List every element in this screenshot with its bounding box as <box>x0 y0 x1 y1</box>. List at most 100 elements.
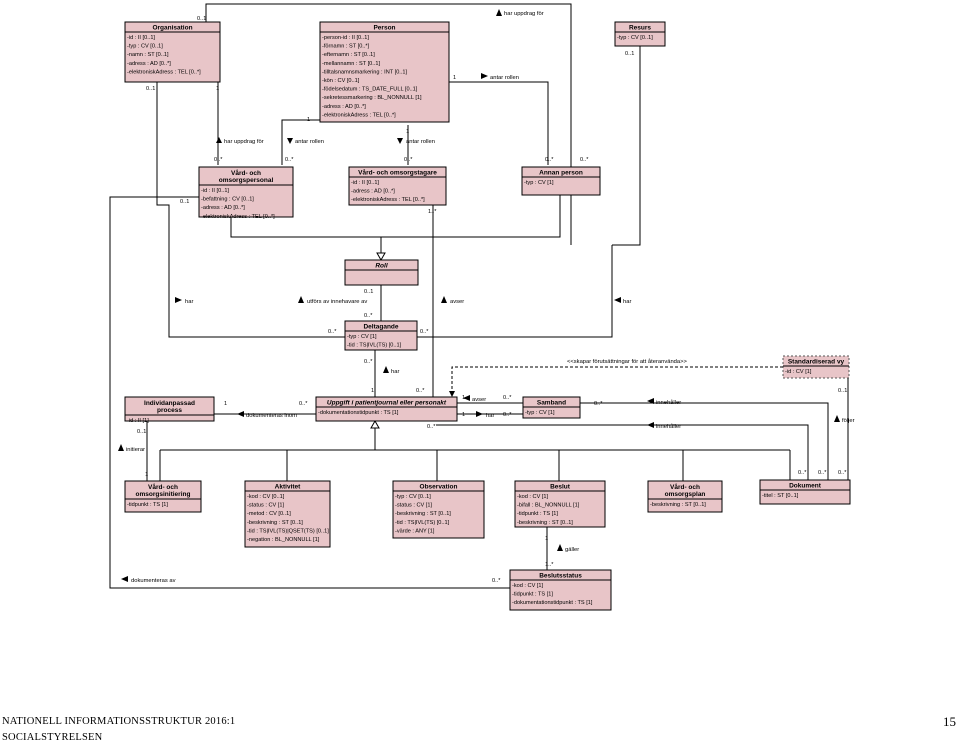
class-attribute: -elektroniskAdress : TEL [0..*] <box>127 69 201 75</box>
mult-label: 1 <box>145 472 148 478</box>
arrow-left-icon <box>463 395 470 401</box>
direction-markers <box>118 9 840 582</box>
mult-label: 0..1 <box>137 429 146 435</box>
mult-label: 0..1 <box>146 86 155 92</box>
footer-series: NATIONELL INFORMATIONSSTRUKTUR 2016:1 <box>2 716 236 727</box>
class-attribute: -beskrivning : ST [0..1] <box>517 520 573 526</box>
arrow-up-icon <box>118 444 124 451</box>
class-aktivitet: Aktivitet-kod : CV [0..1]-status : CV [1… <box>244 480 331 548</box>
class-attribute: -person-id : II [0..1] <box>322 35 369 41</box>
arrow-up-icon <box>557 544 563 551</box>
class-attribute: -kön : CV [0..1] <box>322 78 360 84</box>
gen-arrow-uppgift <box>370 419 380 429</box>
mult-label: 0..1 <box>838 388 847 394</box>
class-attribute: -status : CV [1] <box>395 503 432 509</box>
label-har: har <box>623 299 631 305</box>
class-attribute: -efternamn : ST [0..1] <box>322 52 375 58</box>
class-attribute: -elektroniskAdress : TEL [0..*] <box>351 197 425 203</box>
label-har-uppdrag-for: har uppdrag för <box>504 11 544 17</box>
footer-publisher: SOCIALSTYRELSEN <box>2 732 103 743</box>
label-avser: avser <box>450 299 464 305</box>
class-box <box>759 479 851 505</box>
mult-label: 0..* <box>838 470 847 476</box>
line-standard <box>451 366 783 396</box>
class-box <box>782 355 850 379</box>
class-box <box>647 480 723 513</box>
class-attribute: -id : II [1] <box>127 418 149 424</box>
association-labels: har uppdrag för antar rollen har uppdrag… <box>126 11 855 584</box>
class-name: Uppgift i patientjournal eller personakt <box>327 400 447 407</box>
class-attribute: -titel : ST [0..1] <box>762 493 799 499</box>
line-har-right <box>417 245 613 338</box>
line-samband-dokument <box>580 402 829 480</box>
class-box <box>244 480 331 548</box>
class-attribute: -sekretessmarkering : BL_NONNULL [1] <box>322 95 422 101</box>
class-name: Standardiserad vy <box>788 359 845 366</box>
class-box <box>344 259 419 286</box>
arrow-up-icon <box>496 9 502 16</box>
arrow-left-icon <box>121 576 128 582</box>
mult-label: 1 <box>224 401 227 407</box>
class-name: Vård- och <box>231 169 261 177</box>
mult-label: 0..* <box>299 401 308 407</box>
mult-label: 0..* <box>545 157 554 163</box>
class-box <box>514 480 606 528</box>
class-attribute: -elektroniskAdress : TEL [0..*] <box>201 214 275 220</box>
mult-label: 0..* <box>798 470 807 476</box>
class-name: Aktivitet <box>275 484 301 491</box>
arrow-up-icon <box>383 366 389 373</box>
mult-label: 0..* <box>285 157 294 163</box>
label-har: har <box>185 299 193 305</box>
label-innehaller: innehåller <box>656 399 681 406</box>
mult-label: 1 <box>462 412 465 418</box>
class-attribute: -negation : BL_NONNULL [1] <box>247 537 320 543</box>
label-galler: gäller <box>565 547 579 553</box>
multiplicities: 0..1 1 0..1 1 1 0..1 0..* 0..* 0..1 0..*… <box>137 16 847 584</box>
class-attribute: -tidpunkt : TS [1] <box>517 511 558 517</box>
mult-label: 0..* <box>364 359 373 365</box>
class-boxes: Organisation-id : II [0..1]-typ : CV [0.… <box>124 21 851 611</box>
class-standard: Standardiserad vy-id : CV [1] <box>782 355 850 379</box>
mult-label: 0..* <box>594 401 603 407</box>
class-attribute: -förnamn : ST [0..*] <box>322 44 370 50</box>
arrow-left-icon <box>614 297 621 303</box>
class-attribute: -tid : TS|IVL(TS)|QSET(TS) [0..1] <box>247 528 329 534</box>
class-attribute: -typ : CV [1] <box>524 180 554 186</box>
class-attribute: -kod : CV [1] <box>517 494 549 500</box>
class-attribute: -dokumentationstidpunkt : TS [1] <box>512 600 593 606</box>
arrow-left-icon <box>647 422 654 428</box>
class-attribute: -befattning : CV [0..1] <box>201 197 254 203</box>
class-organisation: Organisation-id : II [0..1]-typ : CV [0.… <box>124 21 221 83</box>
class-attribute: -id : II [0..1] <box>127 35 155 41</box>
class-name: Individanpassad <box>144 400 195 407</box>
mult-label: 0..* <box>328 329 337 335</box>
class-attribute: -elektroniskAdress : TEL [0..*] <box>322 112 396 118</box>
class-name: Beslutsstatus <box>539 573 582 580</box>
label-initierar: initierar <box>126 447 145 453</box>
arrow-right-icon <box>481 73 488 79</box>
mult-label: 0..* <box>503 395 512 401</box>
class-name: Resurs <box>629 25 651 32</box>
arrow-right-icon <box>476 411 483 417</box>
class-name: Beslut <box>550 484 571 491</box>
class-attribute: -id : II [0..1] <box>351 180 379 186</box>
label-antar-rollen: antar rollen <box>406 139 435 145</box>
arrow-left-icon <box>647 398 654 404</box>
class-person: Person-person-id : II [0..1]-förnamn : S… <box>319 21 450 123</box>
mult-label: 0..* <box>420 329 429 335</box>
label-antar-rollen: antar rollen <box>295 139 324 145</box>
label-dokumenteras-av: dokumenteras av <box>131 578 176 584</box>
class-attribute: -födelsedatum : TS_DATE_FULL [0..1] <box>322 87 418 93</box>
class-attribute: -adress : AD [0..*] <box>127 61 171 67</box>
class-samband: Samband-typ : CV [1] <box>522 396 581 419</box>
arrow-up-icon <box>834 415 840 422</box>
class-annan: Annan person-typ : CV [1] <box>521 166 601 196</box>
class-box <box>198 166 294 218</box>
class-box <box>348 166 447 206</box>
class-name: Roll <box>375 263 387 270</box>
class-attribute: -adress : AD [0..*] <box>351 189 395 195</box>
